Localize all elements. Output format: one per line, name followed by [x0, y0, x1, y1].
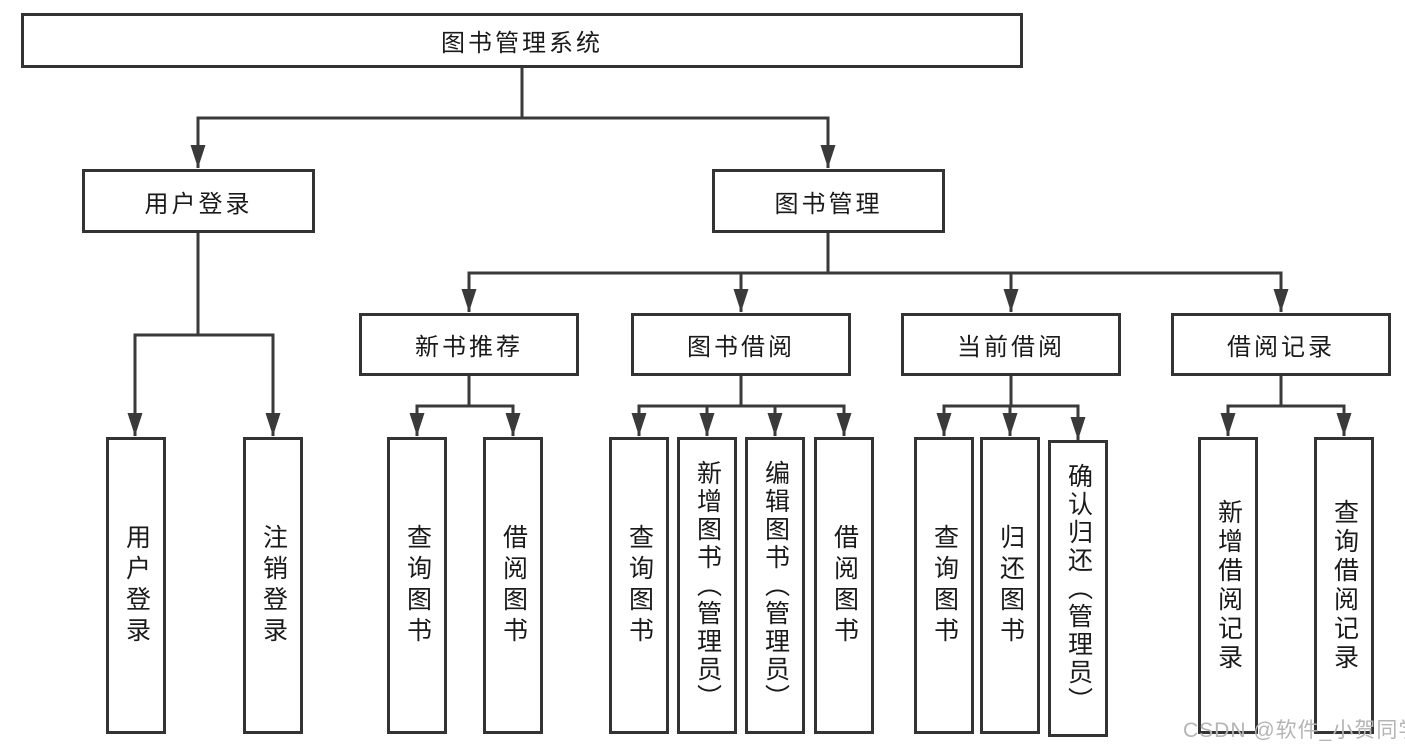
node-book-borrow: 图书借阅: [631, 313, 851, 376]
node-leaf-return-books: 归还图书: [980, 437, 1040, 734]
node-leaf-confirm-return-admin: 确认归还（管理员）: [1048, 440, 1108, 737]
node-leaf-query-books-2: 查询图书: [609, 437, 669, 734]
node-leaf-borrow-books-1: 借阅图书: [483, 437, 543, 734]
node-leaf-query-books-1: 查询图书: [387, 437, 447, 734]
node-new-book-recommend: 新书推荐: [359, 313, 579, 376]
node-leaf-edit-books-admin: 编辑图书（管理员）: [745, 437, 805, 734]
node-leaf-query-books-3: 查询图书: [914, 437, 974, 734]
node-leaf-user-login: 用户登录: [106, 437, 166, 734]
node-borrow-records: 借阅记录: [1171, 313, 1391, 376]
node-book-management-group: 图书管理: [712, 169, 945, 233]
node-leaf-borrow-books-2: 借阅图书: [814, 437, 874, 734]
node-current-borrow: 当前借阅: [901, 313, 1121, 376]
csdn-watermark: CSDN @软件_小贺同学: [1183, 719, 1405, 742]
node-leaf-add-borrow-record: 新增借阅记录: [1198, 437, 1258, 734]
node-leaf-add-books-admin: 新增图书（管理员）: [677, 437, 737, 734]
node-leaf-logout: 注销登录: [243, 437, 303, 734]
node-leaf-query-borrow-record: 查询借阅记录: [1314, 437, 1374, 734]
node-user-login-group: 用户登录: [82, 169, 315, 233]
node-root-system: 图书管理系统: [21, 13, 1023, 68]
